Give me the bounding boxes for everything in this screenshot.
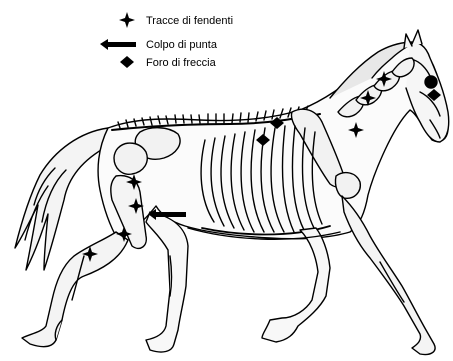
- hind-leg-front: [146, 212, 188, 352]
- arrow-marker-icon: [100, 39, 136, 50]
- legend-item-star: Tracce di fendenti: [119, 12, 233, 28]
- legend: Tracce di fendenti Colpo di punta Foro d…: [100, 12, 233, 69]
- fore-leg-back: [262, 228, 330, 342]
- fore-leg-front: [342, 196, 435, 355]
- star-marker-icon: [119, 12, 135, 28]
- horse-head: [404, 30, 449, 142]
- legend-label-arrow: Colpo di punta: [146, 39, 218, 51]
- diamond-marker-icon: [120, 56, 134, 68]
- legend-item-diamond: Foro di freccia: [120, 56, 217, 69]
- legend-label-star: Tracce di fendenti: [146, 15, 233, 27]
- legend-item-arrow: Colpo di punta: [100, 39, 218, 51]
- legend-label-diamond: Foro di freccia: [146, 57, 217, 69]
